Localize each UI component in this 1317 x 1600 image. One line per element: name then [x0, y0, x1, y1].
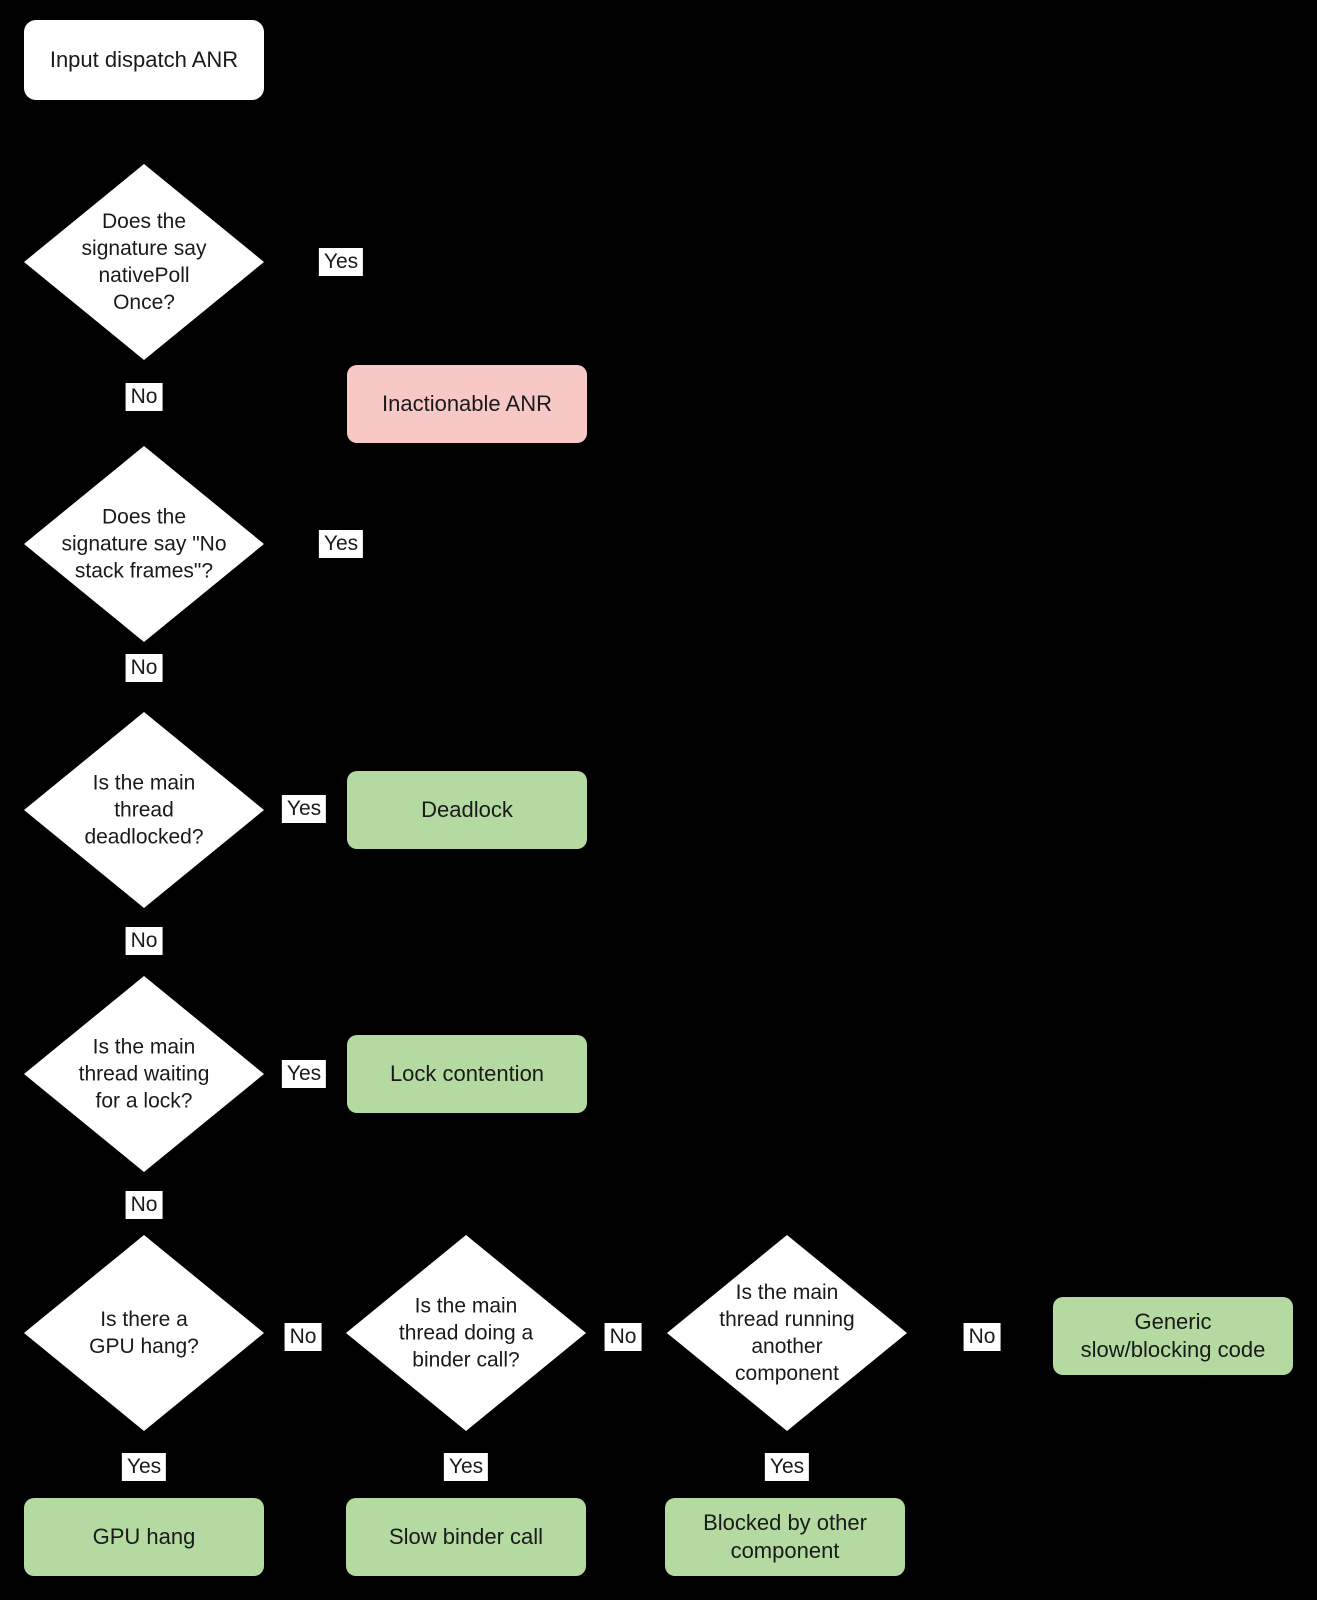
start-node: Input dispatch ANR: [24, 20, 264, 100]
edge-label-no-deadlocked: No: [125, 927, 163, 955]
decision-text-gpu-hang: Is there a GPU hang?: [89, 1308, 199, 1358]
decision-text-deadlocked: Is the main thread deadlocked?: [84, 771, 204, 849]
outcome-inactionable-anr: Inactionable ANR: [347, 365, 587, 443]
edge-label-no-other-component: No: [963, 1323, 1001, 1351]
edge-label-yes-binder-call: Yes: [443, 1453, 489, 1481]
outcome-blocked-by-other: Blocked by other component: [665, 1498, 905, 1576]
decision-text-native-poll: Does the signature say nativePoll Once?: [81, 210, 207, 314]
edge-label-yes-native-poll: Yes: [318, 248, 364, 276]
edge-label-no-native-poll: No: [125, 383, 163, 411]
edge-label-yes-gpu-hang: Yes: [121, 1453, 167, 1481]
edge-label-no-gpu-hang: No: [284, 1323, 322, 1351]
edge-label-no-waiting-lock: No: [125, 1191, 163, 1219]
edge-label-yes-deadlocked: Yes: [281, 795, 327, 823]
decision-text-other-component: Is the main thread running another compo…: [719, 1281, 855, 1385]
edge-label-yes-no-stack-frames: Yes: [318, 530, 364, 558]
edge-label-no-binder-call: No: [604, 1323, 642, 1351]
edge-label-no-no-stack-frames: No: [125, 654, 163, 682]
outcome-generic-slow-blocking: Generic slow/blocking code: [1053, 1297, 1293, 1375]
edge-label-yes-other-component: Yes: [764, 1453, 810, 1481]
decision-text-no-stack-frames: Does the signature say "No stack frames"…: [61, 505, 227, 583]
outcome-deadlock: Deadlock: [347, 771, 587, 849]
edge-label-yes-waiting-lock: Yes: [281, 1060, 327, 1088]
outcome-slow-binder-call: Slow binder call: [346, 1498, 586, 1576]
decision-text-waiting-lock: Is the main thread waiting for a lock?: [78, 1035, 210, 1113]
decision-text-binder-call: Is the main thread doing a binder call?: [398, 1294, 534, 1372]
outcome-gpu-hang: GPU hang: [24, 1498, 264, 1576]
outcome-lock-contention: Lock contention: [347, 1035, 587, 1113]
